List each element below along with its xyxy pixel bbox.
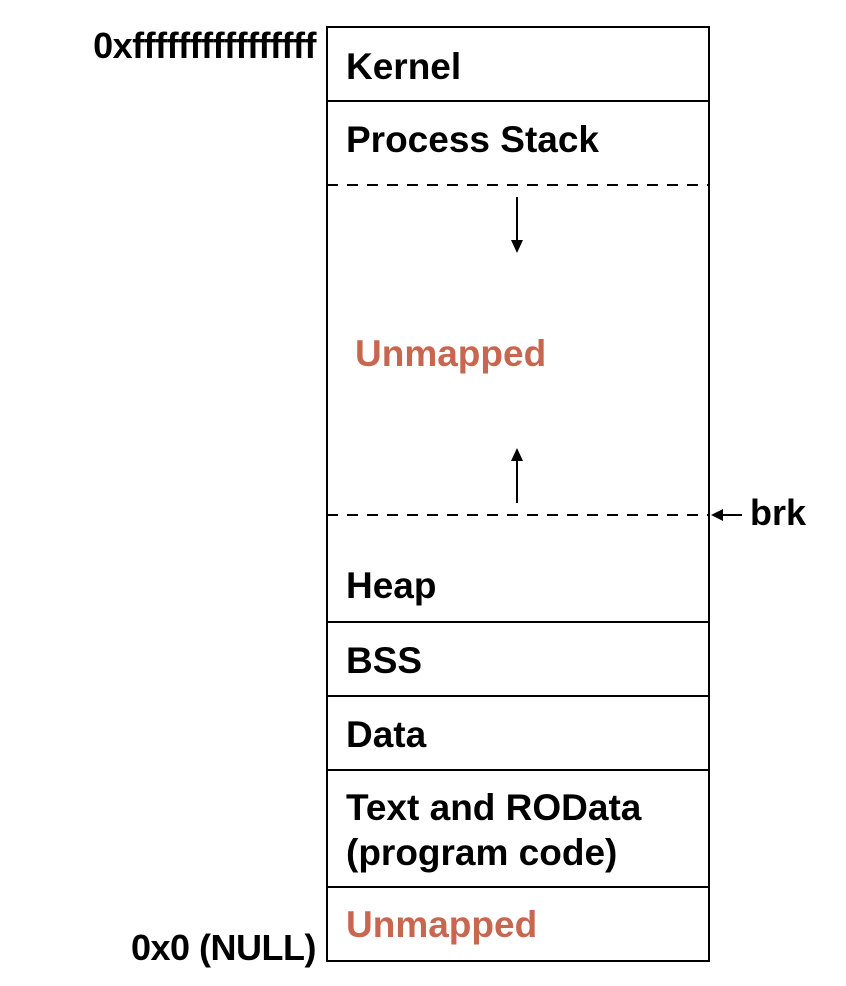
address-top-label: 0xffffffffffffffff <box>93 25 316 66</box>
segment-bss: BSS <box>346 640 423 681</box>
address-bottom-label: 0x0 (NULL) <box>130 927 317 968</box>
segment-process-stack: Process Stack <box>346 119 600 160</box>
segment-text-rodata: Text and ROData <box>346 787 642 828</box>
segment-unmapped-bottom: Unmapped <box>346 904 538 945</box>
arrow-up-icon <box>511 448 523 503</box>
arrow-left-icon <box>711 509 742 521</box>
brk-label: brk <box>750 492 807 533</box>
segment-data: Data <box>346 714 427 755</box>
segment-heap: Heap <box>346 565 437 606</box>
memory-outer-box <box>326 26 710 962</box>
segment-kernel: Kernel <box>346 46 462 87</box>
arrow-down-icon <box>511 197 523 253</box>
segment-program-code: (program code) <box>346 832 618 873</box>
segment-unmapped-middle: Unmapped <box>355 333 547 374</box>
